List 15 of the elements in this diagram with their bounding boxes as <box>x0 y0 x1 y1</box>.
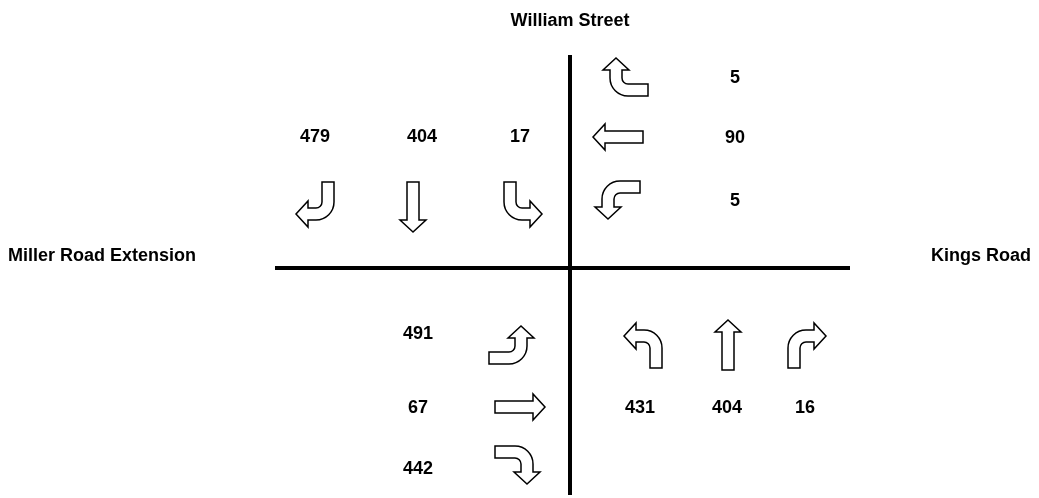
volume-count: 404 <box>712 396 742 418</box>
street-name: Miller Road Extension <box>8 244 197 266</box>
volume-count: 67 <box>408 396 428 418</box>
volume-count: 491 <box>403 322 433 344</box>
volume-count: 16 <box>795 396 815 418</box>
volume-count: 5 <box>730 66 740 88</box>
street-name: Kings Road <box>931 244 1031 266</box>
volume-count: 5 <box>730 189 740 211</box>
volume-count: 479 <box>300 125 330 147</box>
street-name: William Street <box>510 9 630 31</box>
volume-count: 90 <box>725 126 745 148</box>
volume-count: 442 <box>403 457 433 479</box>
volume-count: 17 <box>510 125 530 147</box>
volume-count: 404 <box>407 125 437 147</box>
volume-count: 431 <box>625 396 655 418</box>
